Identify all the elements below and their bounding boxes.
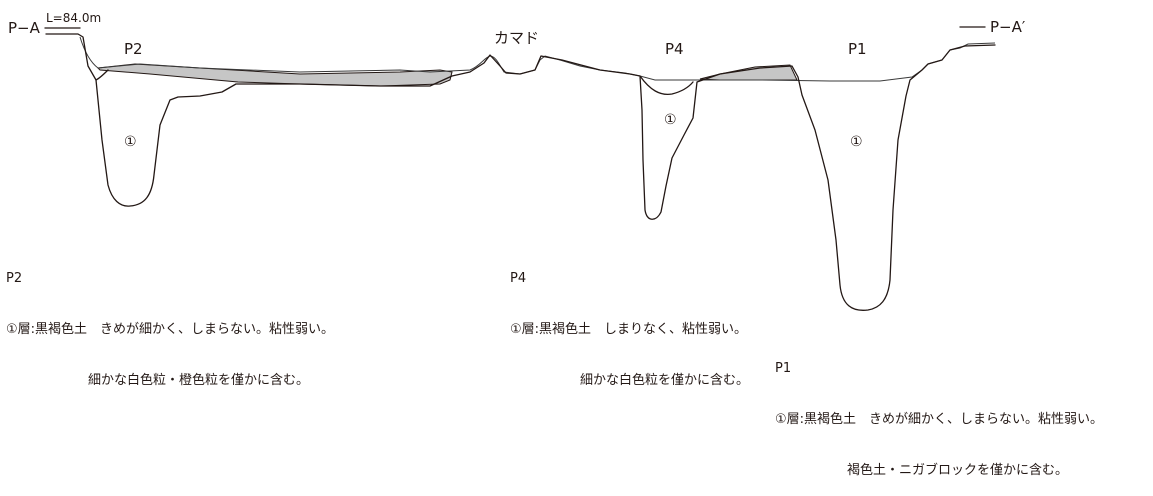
elevation-label: L=84.0m [46,11,101,25]
section-profile-line [45,33,996,311]
left-end-label: P−A [8,19,41,37]
note-p1-line2: 褐色土・ニガブロックを僅かに含む。 [847,463,1069,478]
note-p4-line2: 細かな白色粒を僅かに含む。 [580,373,750,388]
pit-label-p1: P1 [848,40,867,58]
section-drawing: P−A L=84.0m P−A′ カマド P2 P4 P1 ① ① ① [8,11,1026,311]
note-p2-title: P2 [6,271,23,286]
note-p2-line1: ①層:黒褐色土 きめが細かく、しまらない。粘性弱い。 [6,322,335,337]
note-p1-line1: ①層:黒褐色土 きめが細かく、しまらない。粘性弱い。 [775,412,1104,427]
note-p2: P2 ①層:黒褐色土 きめが細かく、しまらない。粘性弱い。 細かな白色粒・橙色粒… [6,236,334,406]
ground-surface-line [79,36,996,82]
layer-mark-p4: ① [664,112,677,128]
p2-inner-edge [95,69,109,81]
note-p2-line2: 細かな白色粒・橙色粒を僅かに含む。 [88,373,310,388]
note-p1: P1 ①層:黒褐色土 きめが細かく、しまらない。粘性弱い。 褐色土・ニガブロック… [775,326,1103,496]
pit-label-p4: P4 [665,40,684,58]
surface-deposit-right [699,64,798,81]
kamado-label: カマド [494,29,539,47]
surface-deposit-left [96,63,453,87]
p4-inner-boundary [639,75,694,96]
note-p1-title: P1 [775,361,792,376]
layer-mark-p1: ① [850,134,863,150]
right-end-label: P−A′ [990,18,1026,36]
note-p4-title: P4 [510,271,527,286]
pit-label-p2: P2 [124,40,143,58]
layer-mark-p2: ① [124,134,137,150]
note-p4: P4 ①層:黒褐色土 しまりなく、粘性弱い。 細かな白色粒を僅かに含む。 [510,236,749,406]
note-p4-line1: ①層:黒褐色土 しまりなく、粘性弱い。 [510,322,748,337]
